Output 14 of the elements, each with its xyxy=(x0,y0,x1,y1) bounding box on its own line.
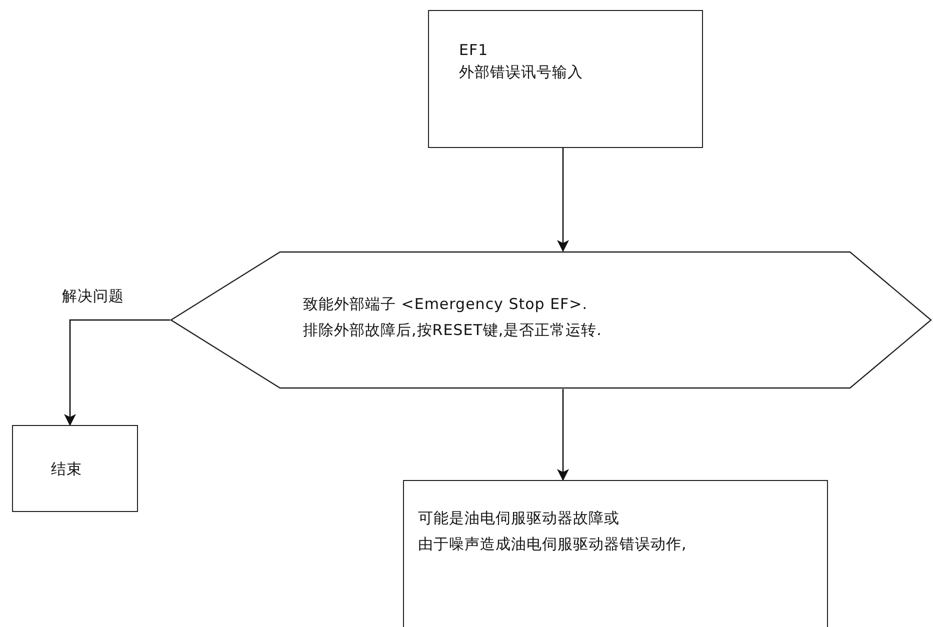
box-text: 结束 xyxy=(51,459,82,480)
arrow xyxy=(64,319,170,426)
process-box xyxy=(428,10,703,148)
process-box xyxy=(403,480,828,627)
box-text: 排除外部故障后,按RESET键,是否正常运转. xyxy=(303,320,602,341)
box-text: 由于噪声造成油电伺服驱动器错误动作, xyxy=(418,534,687,555)
box-heading: EF1 xyxy=(459,40,488,61)
box-text: 可能是油电伺服驱动器故障或 xyxy=(418,508,620,529)
arrow xyxy=(557,389,569,481)
process-box xyxy=(12,425,138,512)
arrow xyxy=(557,148,569,252)
edge-label: 解决问题 xyxy=(62,286,124,307)
box-text: 外部错误讯号输入 xyxy=(459,62,583,83)
box-text: 致能外部端子 <Emergency Stop EF>. xyxy=(303,294,588,315)
